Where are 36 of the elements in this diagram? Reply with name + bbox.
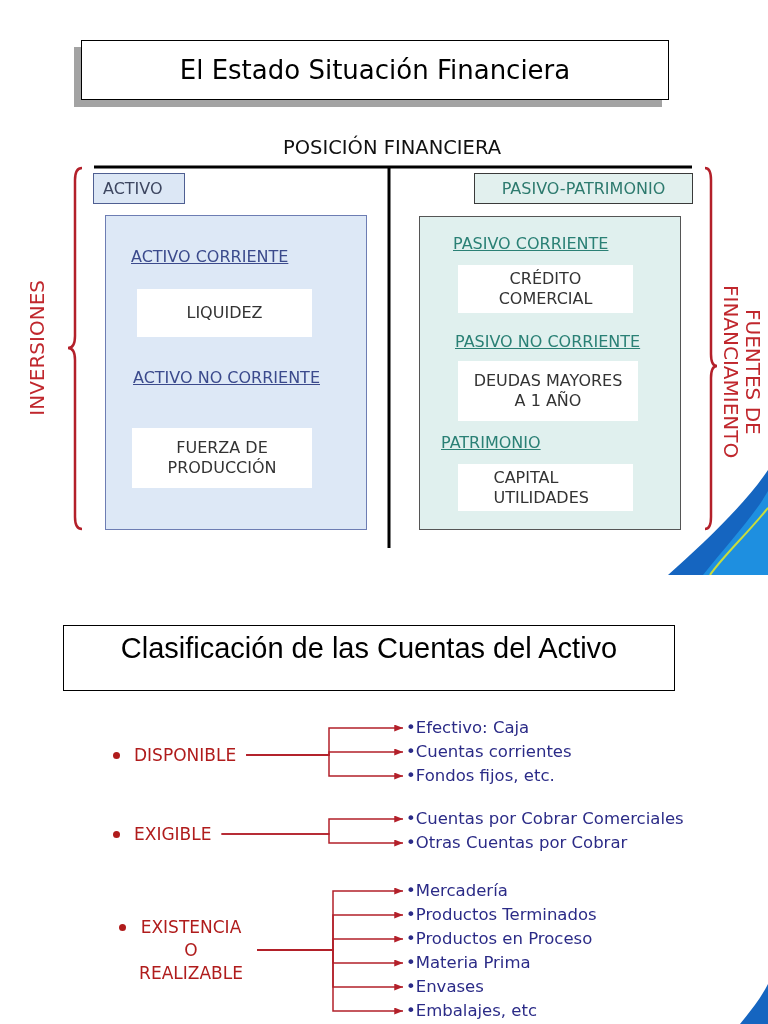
- list-item: •Materia Prima: [406, 953, 531, 973]
- section-heading: PASIVO NO CORRIENTE: [455, 332, 641, 352]
- shaded-panel: [105, 215, 367, 530]
- arrow: [245, 754, 404, 780]
- text-box: CAPITAL UTILIDADES: [458, 464, 633, 511]
- list-item: •Productos en Proceso: [406, 929, 593, 949]
- text-box: DEUDAS MAYORES A 1 AÑO: [458, 361, 638, 421]
- list-item: •Embalajes, etc: [406, 1001, 538, 1021]
- title-box: El Estado Situación Financiera: [81, 40, 669, 100]
- vertical-label: FUENTES DE FINANCIAMIENTO: [720, 284, 764, 461]
- heading-text: POSICIÓN FINANCIERA: [283, 136, 501, 160]
- list-item: •Envases: [406, 977, 484, 997]
- section-heading: PATRIMONIO: [441, 433, 541, 453]
- arrow: [256, 949, 404, 1015]
- text-box: FUERZA DE PRODUCCIÓN: [132, 428, 312, 488]
- title-box: Clasificación de las Cuentas del Activo: [63, 625, 675, 691]
- vertical-label: INVERSIONES: [26, 280, 48, 416]
- category-label: DISPONIBLE: [134, 743, 237, 767]
- category-label: EXISTENCIA O REALIZABLE: [135, 915, 247, 985]
- text-box: CRÉDITO COMERCIAL: [458, 265, 633, 313]
- list-item: •Efectivo: Caja: [406, 718, 530, 738]
- shaded-panel: [419, 216, 681, 530]
- section-heading: PASIVO CORRIENTE: [453, 234, 609, 254]
- text-box: LIQUIDEZ: [137, 289, 312, 337]
- list-item: •Fondos fijos, etc.: [406, 766, 555, 786]
- list-item: •Mercadería: [406, 881, 508, 901]
- list-item: •Otras Cuentas por Cobrar: [406, 833, 628, 853]
- list-item: •Cuentas por Cobrar Comerciales: [406, 809, 684, 829]
- arrow: [220, 833, 404, 847]
- list-item: •Cuentas corrientes: [406, 742, 572, 762]
- list-item: •Productos Terminados: [406, 905, 597, 925]
- section-heading: ACTIVO NO CORRIENTE: [133, 368, 320, 388]
- category-label: EXIGIBLE: [134, 822, 212, 846]
- section-heading: ACTIVO CORRIENTE: [131, 247, 289, 267]
- header-box: ACTIVO: [93, 173, 185, 204]
- header-box: PASIVO-PATRIMONIO: [474, 173, 693, 204]
